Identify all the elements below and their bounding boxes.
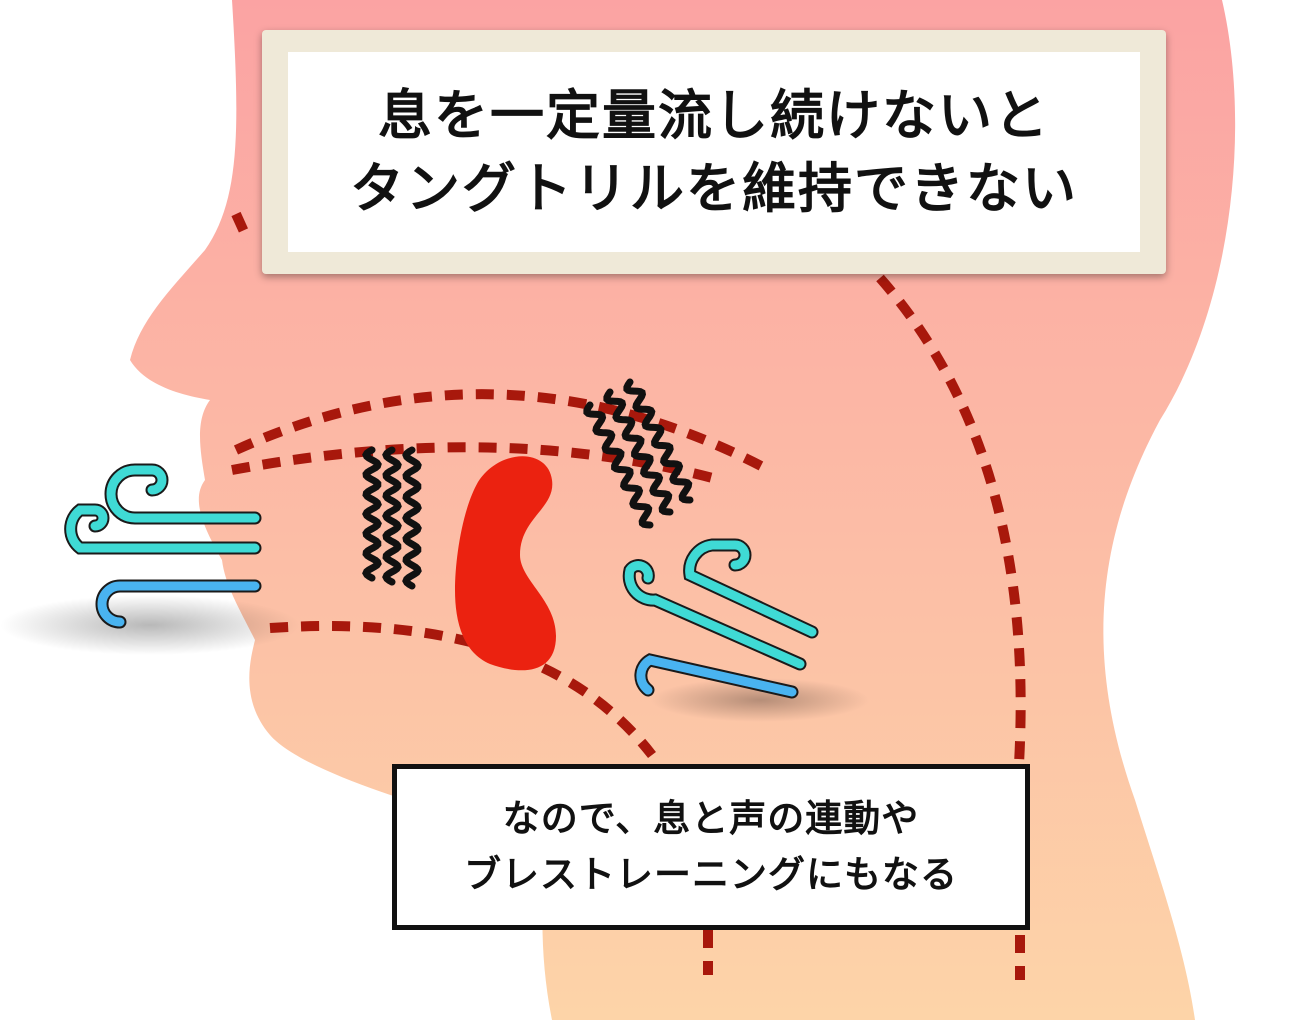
palate-lower-line	[231, 442, 722, 485]
breath-wind-marks	[64, 463, 819, 699]
throat-line	[876, 274, 1026, 781]
vibration-marks	[362, 378, 694, 590]
top-caption-frame: 息を一定量流し続けないと タングトリルを維持できない	[262, 30, 1166, 274]
wind-shadow-left	[0, 595, 300, 655]
tongue-shape	[455, 456, 556, 671]
vibration-squiggle-3	[402, 446, 422, 590]
top-caption-line-1: 息を一定量流し続けないと	[378, 83, 1050, 147]
bottom-caption-line-2: ブレストレーニングにもなる	[464, 853, 958, 896]
wind-left-1	[106, 465, 260, 523]
wind-left-2	[66, 505, 260, 553]
top-caption-line-2: タングトリルを維持できない	[350, 157, 1078, 220]
vibration-squiggle-4	[583, 401, 654, 529]
bottom-caption-line-1: なので、息と声の連動や	[502, 796, 920, 840]
wind-left-3	[97, 581, 260, 627]
wind-right-1	[685, 540, 817, 637]
vibration-squiggle-1	[362, 446, 382, 582]
bottom-caption-box: なので、息と声の連動や ブレストレーニングにもなる	[392, 764, 1030, 930]
forehead-line	[231, 211, 251, 239]
top-caption-panel: 息を一定量流し続けないと タングトリルを維持できない	[288, 52, 1140, 252]
wind-right-2	[624, 561, 805, 669]
vibration-squiggle-2	[382, 446, 402, 586]
vibration-squiggle-5	[603, 388, 674, 516]
wind-right-3	[636, 655, 797, 697]
wind-shadow-right	[650, 678, 870, 722]
palate-upper-line	[233, 389, 768, 473]
vibration-squiggle-6	[623, 378, 694, 504]
